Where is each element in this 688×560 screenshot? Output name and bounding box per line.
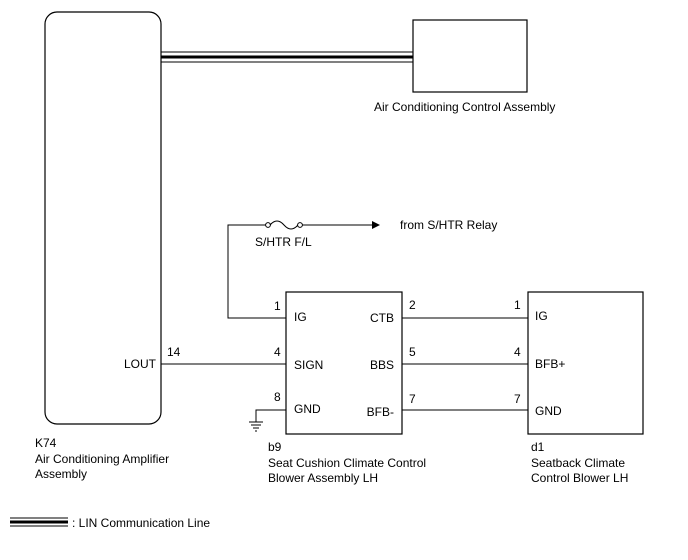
amplifier-name-line1: Air Conditioning Amplifier [35, 452, 169, 466]
b9-pin-bfb-minus: BFB- [367, 405, 394, 419]
b9-pin-ctb-number: 2 [409, 298, 416, 312]
b9-pin-gnd-number: 8 [274, 390, 281, 404]
ig-supply-wire [227, 224, 286, 319]
b9-pin-sign: SIGN [294, 358, 323, 372]
amplifier-pin-lout-number: 14 [167, 345, 181, 359]
amplifier-code: K74 [35, 436, 57, 450]
seatback-box [527, 291, 644, 435]
relay-label: from S/HTR Relay [400, 218, 497, 232]
b9-pin-ig-number: 1 [274, 299, 281, 313]
seatback-name-line2: Control Blower LH [531, 471, 628, 485]
lin-line-to-ac-control [161, 51, 413, 63]
seatback-code: d1 [531, 440, 545, 454]
fuse-label: S/HTR F/L [255, 235, 312, 249]
d1-pin-gnd: GND [535, 404, 562, 418]
seatback-name-line1: Seatback Climate [531, 456, 625, 470]
relay-arrow-icon [372, 221, 380, 229]
fuse-symbol [265, 220, 303, 230]
d1-pin-ig: IG [535, 309, 548, 323]
d1-pin-bfb-plus: BFB+ [535, 357, 565, 371]
b9-pin-bfb-minus-number: 7 [409, 392, 416, 406]
ac-control-box [412, 19, 528, 93]
seat-cushion-code: b9 [268, 440, 282, 454]
b9-pin-ctb: CTB [370, 311, 394, 325]
ground-wire [255, 409, 286, 422]
amplifier-pin-lout: LOUT [124, 357, 157, 371]
b9-pin-bbs-number: 5 [409, 345, 416, 359]
d1-pin-ig-number: 1 [514, 298, 521, 312]
ground-icon [249, 421, 263, 432]
d1-pin-gnd-number: 7 [514, 392, 521, 406]
b9-pin-gnd: GND [294, 402, 321, 416]
amplifier-box [44, 11, 162, 425]
ac-control-label: Air Conditioning Control Assembly [374, 100, 555, 114]
seat-cushion-name-line2: Blower Assembly LH [268, 471, 378, 485]
legend-lin-line-symbol [10, 517, 68, 527]
legend-label: : LIN Communication Line [72, 516, 210, 530]
b9-pin-ig: IG [294, 310, 307, 324]
d1-pin-bfb-plus-number: 4 [514, 345, 521, 359]
b9-pin-bbs: BBS [370, 358, 394, 372]
seat-cushion-box [285, 291, 403, 435]
b9-pin-sign-number: 4 [274, 345, 281, 359]
seat-cushion-name-line1: Seat Cushion Climate Control [268, 456, 426, 470]
amplifier-name-line2: Assembly [35, 467, 87, 481]
